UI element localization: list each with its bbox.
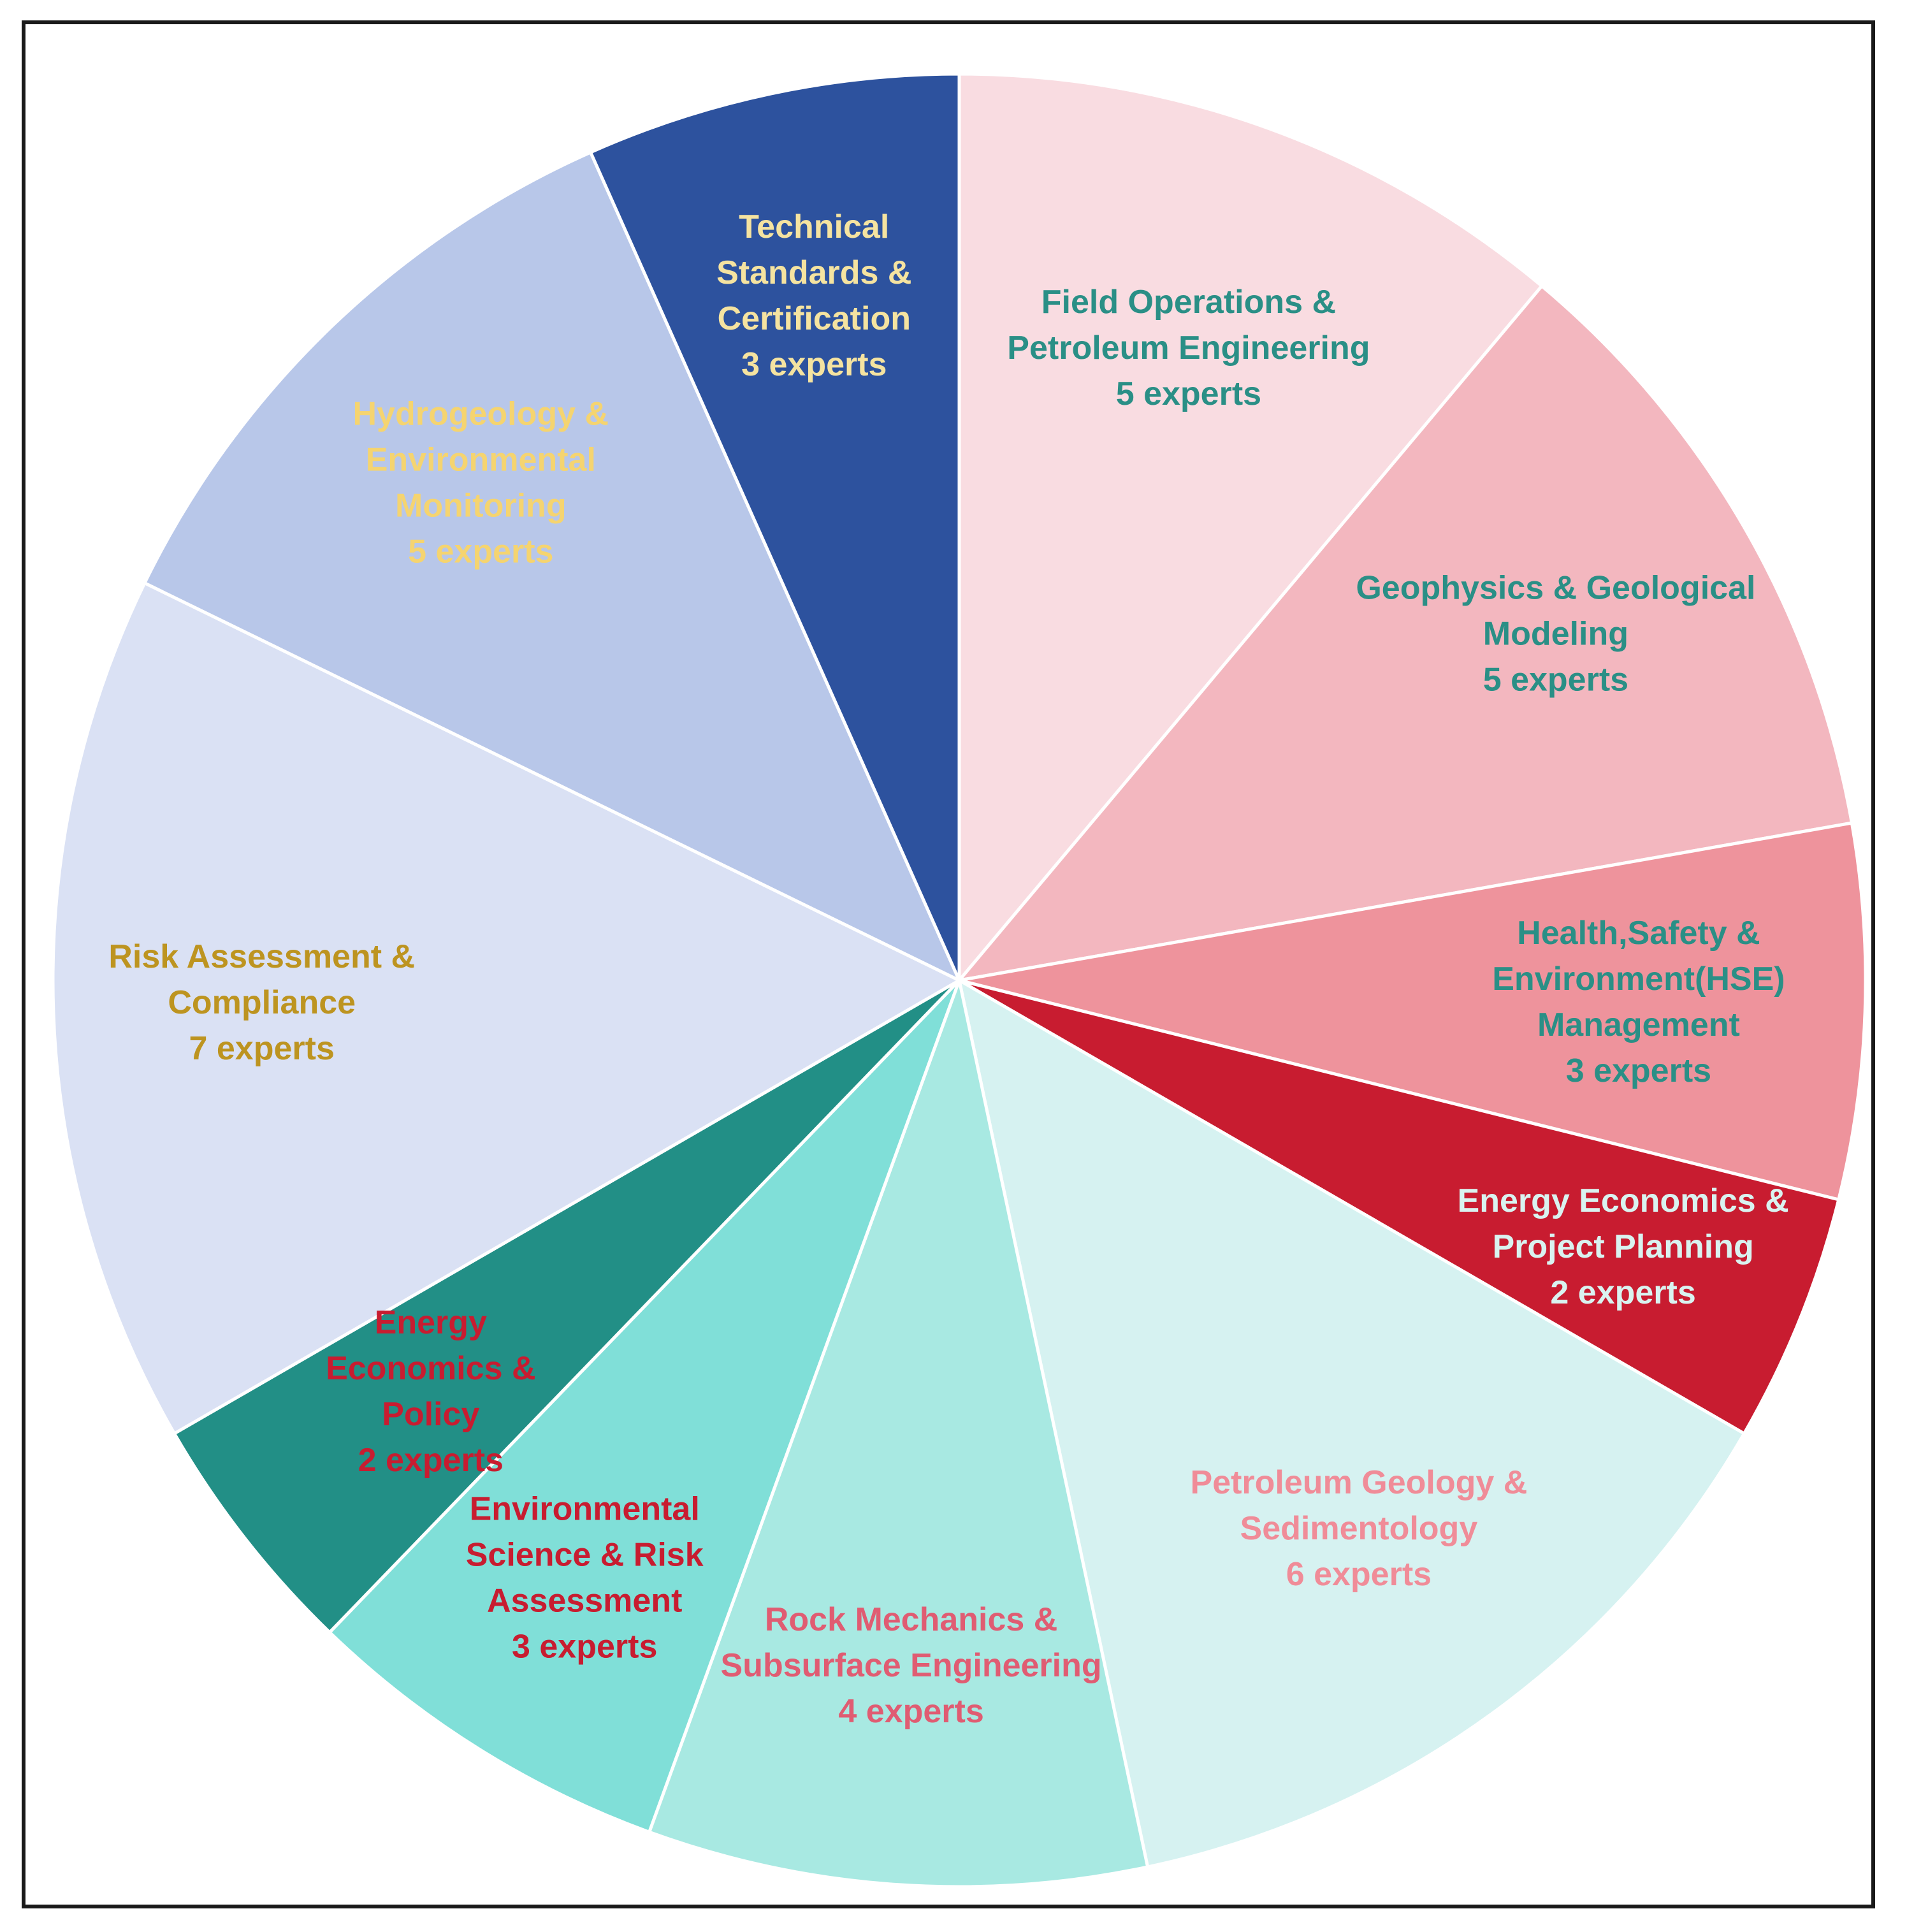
slice-category-label: Technical bbox=[739, 208, 889, 245]
slice-value-label: 2 experts bbox=[1550, 1274, 1695, 1311]
slice-value-label: 3 experts bbox=[741, 346, 887, 383]
slice-category-label: Risk Assessment & bbox=[108, 938, 415, 975]
slice-category-label: Geophysics & Geological bbox=[1356, 569, 1755, 606]
slice-category-label: Economics & bbox=[326, 1350, 535, 1387]
pie-slice-5 bbox=[957, 978, 1746, 1869]
slice-category-label: Sedimentology bbox=[1240, 1510, 1478, 1547]
chart-frame: Field Operations & Petroleum Engineering 5… bbox=[22, 20, 1875, 1908]
pie-slice-4 bbox=[957, 978, 1841, 1435]
slice-category-label: Hydrogeology & bbox=[353, 395, 609, 432]
slice-label-4: Energy Economics & Project Planning 2 expe… bbox=[1458, 1182, 1789, 1311]
slice-category-label: Subsurface Engineering bbox=[721, 1647, 1102, 1684]
slice-category-label: Management bbox=[1537, 1006, 1740, 1043]
slice-label-6: Rock Mechanics & Subsurface Engineering 4 … bbox=[721, 1601, 1102, 1730]
slice-category-label: Health,Safety & bbox=[1517, 915, 1760, 952]
slice-category-label: Environment(HSE) bbox=[1492, 961, 1785, 998]
pie-chart: Field Operations & Petroleum Engineering 5… bbox=[51, 72, 1867, 1889]
slice-value-label: 5 experts bbox=[1116, 375, 1261, 412]
slice-label-1: Field Operations & Petroleum Engineering 5… bbox=[1007, 284, 1370, 412]
slice-value-label: 2 experts bbox=[358, 1442, 504, 1479]
slice-category-label: Project Planning bbox=[1492, 1228, 1753, 1265]
slice-category-label: Modeling bbox=[1483, 615, 1628, 652]
slice-category-label: Petroleum Engineering bbox=[1007, 330, 1370, 367]
slice-category-label: Science & Risk bbox=[466, 1536, 704, 1573]
slice-category-label: Rock Mechanics & bbox=[765, 1601, 1058, 1638]
slice-value-label: 3 experts bbox=[1566, 1052, 1711, 1089]
slice-category-label: Energy bbox=[375, 1304, 487, 1341]
slice-category-label: Monitoring bbox=[395, 487, 567, 524]
pie-slice-7 bbox=[328, 978, 961, 1834]
slices-layer bbox=[51, 72, 1867, 1889]
pie-slice-9 bbox=[51, 581, 961, 1435]
pie-slice-3 bbox=[957, 821, 1867, 1202]
slice-category-label: Environmental bbox=[366, 441, 596, 478]
pie-slice-10 bbox=[143, 150, 961, 982]
pie-slice-2 bbox=[957, 284, 1853, 982]
slice-category-label: Field Operations & bbox=[1041, 284, 1336, 321]
pie-slice-8 bbox=[173, 978, 961, 1634]
slice-category-label: Policy bbox=[382, 1396, 479, 1433]
slice-value-label: 5 experts bbox=[408, 533, 553, 570]
pie-slice-11 bbox=[589, 72, 961, 982]
slice-category-label: Assessment bbox=[487, 1582, 682, 1619]
slice-value-label: 5 experts bbox=[1483, 661, 1628, 698]
slice-category-label: Certification bbox=[718, 300, 911, 337]
slice-value-label: 7 experts bbox=[189, 1030, 335, 1067]
slice-value-label: 4 experts bbox=[838, 1693, 983, 1730]
labels-layer: Field Operations & Petroleum Engineering 5… bbox=[108, 208, 1788, 1730]
pie-slice-1 bbox=[957, 72, 1544, 982]
slice-label-5: Petroleum Geology & Sedimentology 6 expert… bbox=[1191, 1464, 1528, 1593]
slice-label-9: Risk Assessment & Compliance 7 experts bbox=[108, 938, 415, 1067]
slice-value-label: 6 experts bbox=[1286, 1556, 1432, 1593]
slice-value-label: 3 experts bbox=[512, 1628, 657, 1665]
slice-label-3: Health,Safety & Environment(HSE) Managemen… bbox=[1492, 915, 1785, 1089]
slice-category-label: Compliance bbox=[168, 984, 356, 1021]
slice-category-label: Petroleum Geology & bbox=[1191, 1464, 1528, 1501]
pie-slice-6 bbox=[648, 978, 1150, 1889]
slice-category-label: Energy Economics & bbox=[1458, 1182, 1789, 1219]
slice-category-label: Standards & bbox=[716, 254, 911, 291]
slice-category-label: Environmental bbox=[470, 1490, 700, 1527]
